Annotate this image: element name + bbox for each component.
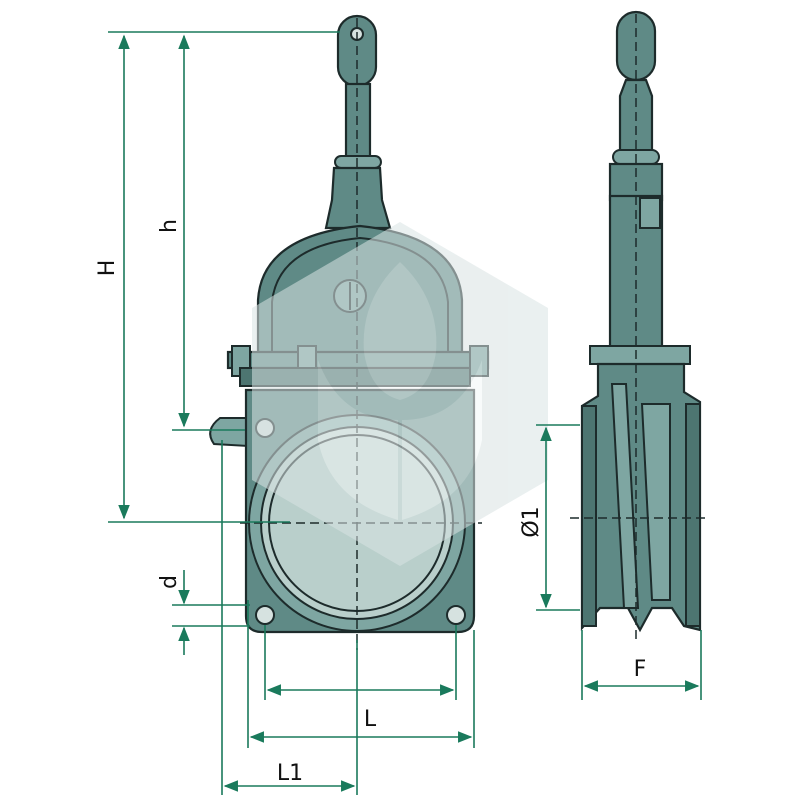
stem-collar (334, 155, 382, 169)
dimension-L1: L1 (223, 761, 356, 792)
label-H: H (95, 260, 120, 277)
label-L: L (364, 707, 377, 732)
dimension-H: H (95, 34, 130, 520)
dimension-L: L (266, 684, 455, 732)
side-view (570, 10, 710, 640)
yoke (324, 166, 392, 230)
label-h: h (157, 219, 182, 233)
label-F: F (634, 657, 647, 682)
dimension-h: h (157, 34, 190, 428)
corner-bolt-bottom-right (446, 605, 466, 625)
dimension-diameter: Ø1 (519, 426, 552, 609)
valve-stem (344, 82, 372, 162)
dimension-d: d (157, 570, 190, 655)
corner-bolt-bottom-left (255, 605, 275, 625)
extension-lines (108, 31, 702, 795)
label-L1: L1 (277, 761, 303, 786)
lever-ear (209, 417, 249, 448)
label-diameter: Ø1 (519, 506, 544, 537)
dimension-F: F (583, 657, 700, 692)
leaf-hexagon-watermark (252, 222, 548, 566)
side-flange (589, 345, 691, 365)
label-d: d (157, 575, 182, 589)
